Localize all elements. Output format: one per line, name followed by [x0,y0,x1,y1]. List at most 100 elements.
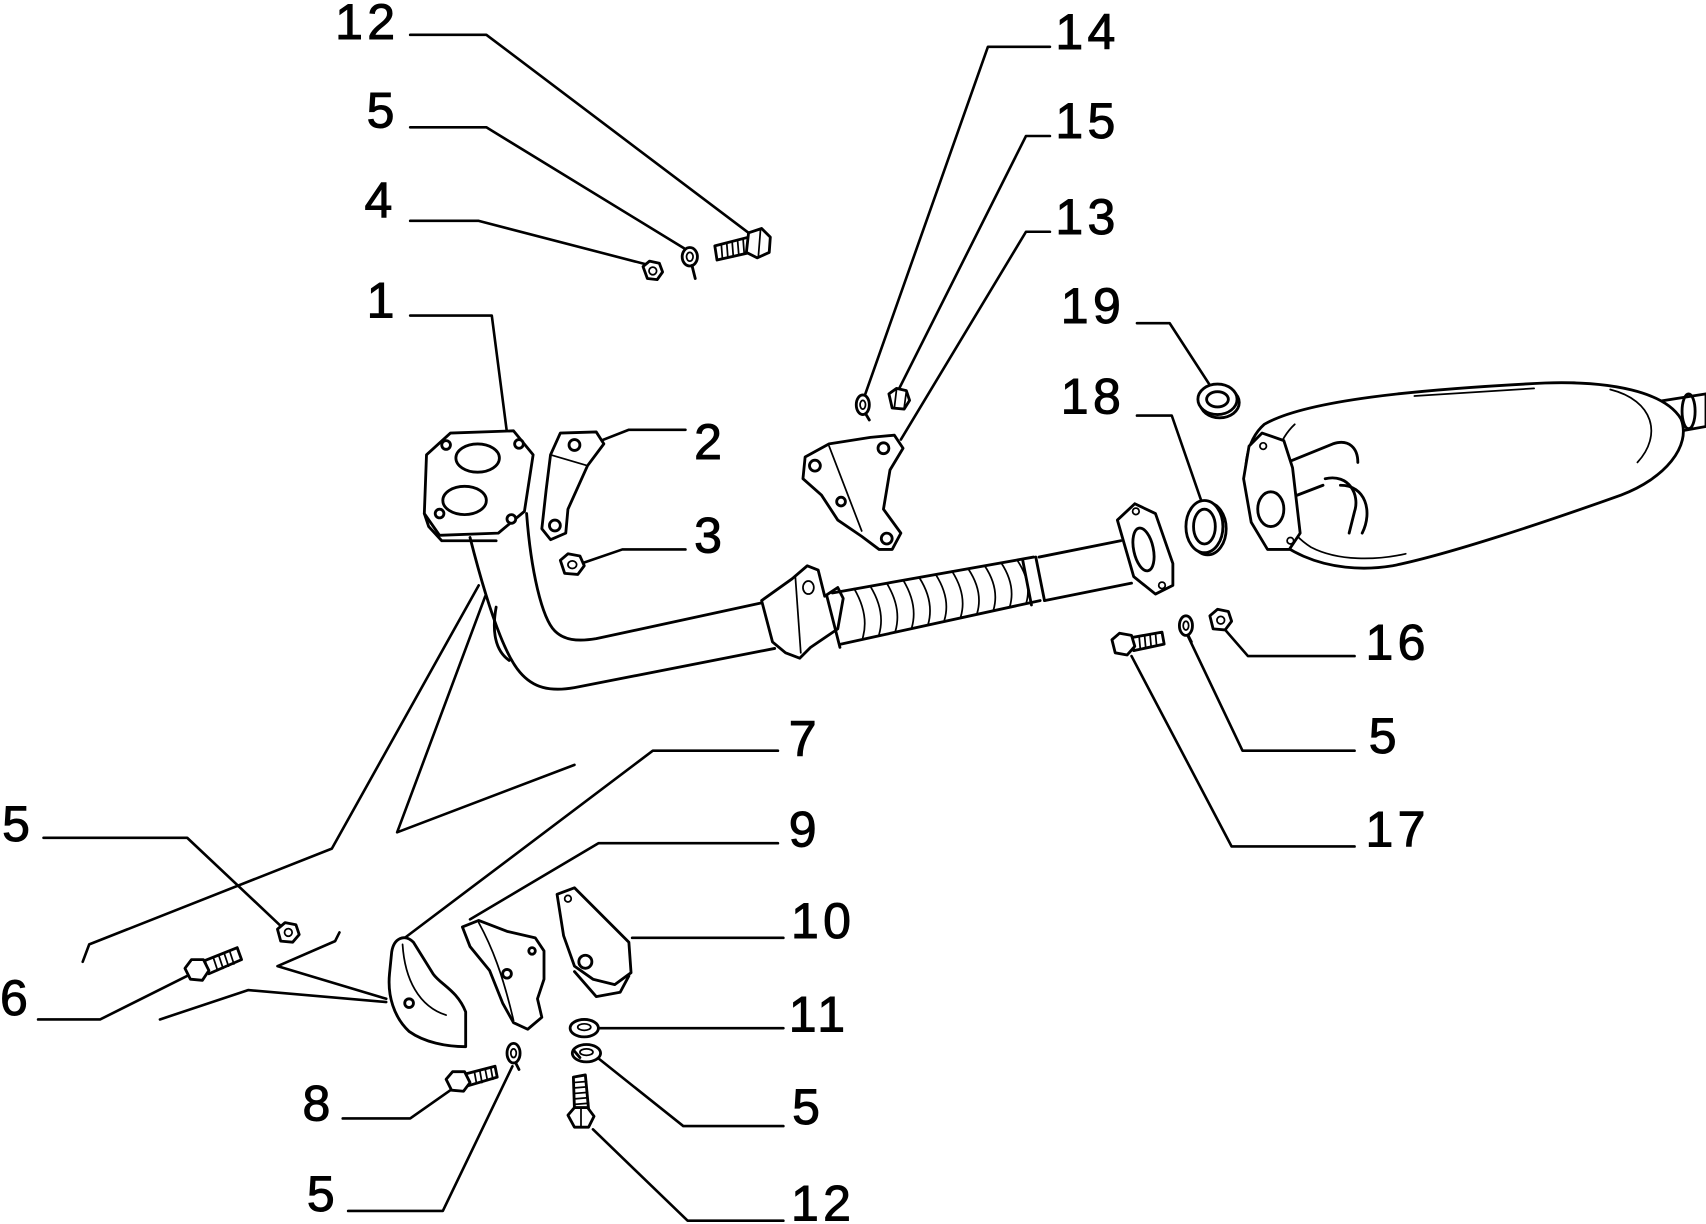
bolt-12-bottom [566,1073,596,1129]
muffler-flange-hole-2 [1286,536,1295,545]
downpipe-second-tube [492,605,511,662]
leader-12-top [408,33,750,235]
gasket-18-hole [1192,507,1217,546]
bolt-8-thread [473,1066,494,1085]
bolt-6 [183,946,243,982]
mid-pipe-bottom-edge [1043,581,1133,602]
callout-5-right: 5 [1369,708,1401,764]
callout-12-bottom: 12 [791,1176,855,1224]
washer-14 [854,393,871,422]
callout-6: 6 [0,970,32,1026]
mid-pipe-top-edge [1037,539,1123,559]
washer-14-ring [854,393,871,416]
bracket-9-hole-2 [527,946,537,956]
leader-4 [408,219,648,266]
body-line-lower [276,931,388,1001]
leader-8 [341,1088,452,1120]
bolt-17-thread [1138,632,1158,650]
bolt-6-head [183,958,211,982]
leader-5-mid-bottom [596,1056,785,1128]
washer-5-top-hole [685,251,694,262]
clamp-hole [802,580,815,595]
bolt-12-bottom-thread [572,1080,590,1106]
leader-6 [36,974,189,1021]
bellows-top-edge [830,555,1036,595]
plate-2-hole-top [567,438,582,452]
muffler-highlight [1413,387,1535,397]
flange-thickness [422,512,498,543]
muffler-hanger-inner [1339,483,1369,535]
bolt-8-head [444,1070,472,1093]
leader-13 [899,230,1052,441]
bellows-collar-right [1021,555,1046,607]
callout-7: 7 [789,711,821,767]
gasket-19 [1196,382,1241,420]
clamp-edge [794,575,802,654]
muffler-flange-hole-1 [1259,441,1268,451]
washer-11-hole [576,1022,592,1032]
leader-12-bottom [591,1128,785,1223]
nut-3-body [558,552,586,576]
leader-15 [897,134,1052,391]
bellows-bottom-edge [839,599,1042,646]
washer-5-mid-bottom [570,1043,602,1064]
leader-19 [1135,321,1212,387]
callout-12-top: 12 [335,0,399,50]
muffler-tailpipe-end [1680,392,1697,431]
flange-port-upper [454,442,501,474]
bolt-12-top [713,227,772,262]
leader-5-left [42,836,283,928]
washer-5-right-ring [1177,614,1194,637]
muffler-hanger-outer [1323,476,1358,535]
bracket-13-hole-top [876,441,891,456]
washer-5-bottom-left [505,1041,522,1071]
flange-port-lower [441,484,488,517]
leader-lines [36,33,1356,1223]
flange-bolt-hole-3 [433,507,446,520]
gasket-18 [1184,499,1228,557]
nut-5-left [276,921,301,944]
washer-5-top-ring [680,246,699,268]
leader-9 [468,841,780,921]
body-line-inner [395,594,576,834]
bracket-13-fold [828,445,863,532]
bellows-ribs [853,559,1029,639]
callout-11: 11 [789,986,850,1042]
part-13-bracket [801,433,905,551]
muffler-inlet-opening [1256,490,1286,529]
part-1-front-downpipe [422,429,1175,691]
bolt-12-top-head [744,227,772,260]
leader-1 [408,314,509,435]
muffler-rear-seam [1609,388,1653,464]
washer-5-bottom-left-hole [509,1047,518,1059]
callout-10: 10 [791,893,855,949]
callout-13: 13 [1055,189,1119,245]
hanger-10-body [555,886,633,987]
callout-5-mid-bottom: 5 [792,1079,824,1135]
callout-15: 15 [1055,93,1119,149]
washer-5-top-tab [690,264,697,280]
washer-14-hole [859,399,867,410]
nut-16-hole [1216,615,1226,625]
callout-8: 8 [302,1076,334,1132]
bracket-13-hole-left [808,458,822,473]
washer-5-mid-split [571,1048,582,1059]
bracket-13-hole-bottom [879,531,894,546]
leader-16 [1224,629,1356,658]
nut-4-body [641,259,665,282]
washer-5-right [1177,614,1194,644]
bolt-8 [444,1064,499,1093]
callout-3: 3 [694,508,726,564]
bracket-9-fold [477,921,515,1022]
bracket-13-body [801,433,905,551]
muffler-inlet-pipe-bottom [1293,483,1325,498]
washer-11-ring [568,1018,600,1039]
bellows-collar-left [825,594,842,649]
callout-18: 18 [1061,368,1125,424]
outlet-pipe-opening [1131,526,1156,573]
bracket-9-hole-1 [501,967,513,980]
bolt-17-head [1110,631,1137,657]
downpipe-outer-edge [468,536,777,691]
outlet-flange-hole-2 [1157,581,1167,590]
